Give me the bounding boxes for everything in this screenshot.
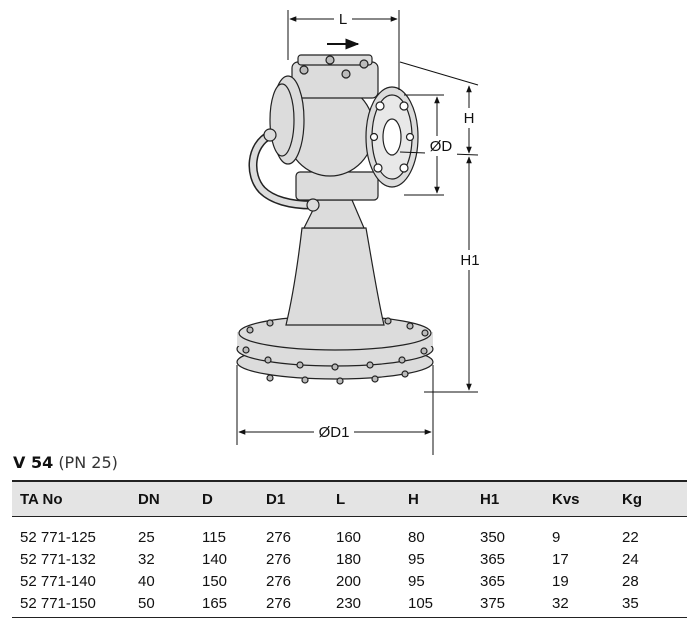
cell-ta-no: 52 771-150 [12, 593, 130, 618]
cell-dn: 25 [138, 529, 155, 546]
cell-h: 105 [400, 593, 472, 618]
cell-l: 230 [328, 593, 400, 618]
table-row: 52 771-140 40 150 276 200 95 365 19 28 [12, 571, 687, 593]
cell-kg: 22 [622, 529, 639, 546]
pressure-rating: (PN 25) [58, 453, 118, 472]
cell-h1: 365 [480, 573, 506, 590]
cell-h1: 365 [480, 551, 506, 568]
valve-technical-drawing: L H ØD H1 ØD1 [236, 10, 480, 455]
header-kvs: Kvs [544, 480, 614, 517]
cell-kg: 24 [622, 551, 639, 568]
cell-h: 95 [408, 551, 425, 568]
cell-d: 150 [202, 573, 228, 590]
cell-kvs: 9 [552, 529, 561, 546]
cell-d1: 276 [266, 573, 292, 590]
cell-d1: 276 [266, 551, 292, 568]
dimension-label-d1: ØD1 [319, 424, 350, 441]
cell-dn: 50 [130, 593, 194, 618]
model-name: V 54 [13, 453, 54, 472]
cell-h1: 375 [472, 593, 544, 618]
header-h: H [400, 480, 472, 517]
dimension-label-h1: H1 [460, 252, 479, 269]
dimension-label-d: ØD [430, 138, 453, 155]
cell-kg: 28 [622, 573, 639, 590]
cell-h1: 350 [480, 529, 506, 546]
cell-l: 160 [336, 529, 362, 546]
header-d: D [194, 480, 258, 517]
cell-d1: 276 [258, 593, 328, 618]
cell-ta-no: 52 771-140 [20, 573, 96, 590]
header-ta-no: TA No [12, 480, 130, 517]
cell-kvs: 32 [544, 593, 614, 618]
header-d1: D1 [258, 480, 328, 517]
table-row: 52 771-150 50 165 276 230 105 375 32 35 [12, 593, 687, 618]
cell-ta-no: 52 771-125 [20, 529, 96, 546]
cell-d: 140 [202, 551, 228, 568]
cell-kvs: 17 [552, 551, 569, 568]
dimension-label-h: H [464, 110, 475, 127]
header-kg: Kg [614, 480, 687, 517]
cell-h: 80 [408, 529, 425, 546]
valve-body-illustration [236, 54, 434, 385]
cell-l: 200 [336, 573, 362, 590]
specification-table: TA No DN D D1 L H H1 Kvs Kg 52 771-125 2… [12, 480, 687, 618]
cell-d: 115 [202, 529, 226, 546]
table-row: 52 771-125 25 115 276 160 80 350 9 22 [12, 517, 687, 550]
cell-l: 180 [336, 551, 362, 568]
header-dn: DN [130, 480, 194, 517]
cell-d1: 276 [266, 529, 292, 546]
header-h1: H1 [472, 480, 544, 517]
cell-kvs: 19 [552, 573, 569, 590]
table-row: 52 771-132 32 140 276 180 95 365 17 24 [12, 549, 687, 571]
cell-kg: 35 [614, 593, 687, 618]
dimension-label-l: L [339, 11, 347, 28]
cell-ta-no: 52 771-132 [20, 551, 96, 568]
table-caption: V 54 (PN 25) [13, 453, 118, 472]
header-l: L [328, 480, 400, 517]
cell-d: 165 [194, 593, 258, 618]
cell-dn: 40 [138, 573, 155, 590]
cell-dn: 32 [138, 551, 155, 568]
cell-h: 95 [408, 573, 425, 590]
table-header-row: TA No DN D D1 L H H1 Kvs Kg [12, 480, 687, 517]
